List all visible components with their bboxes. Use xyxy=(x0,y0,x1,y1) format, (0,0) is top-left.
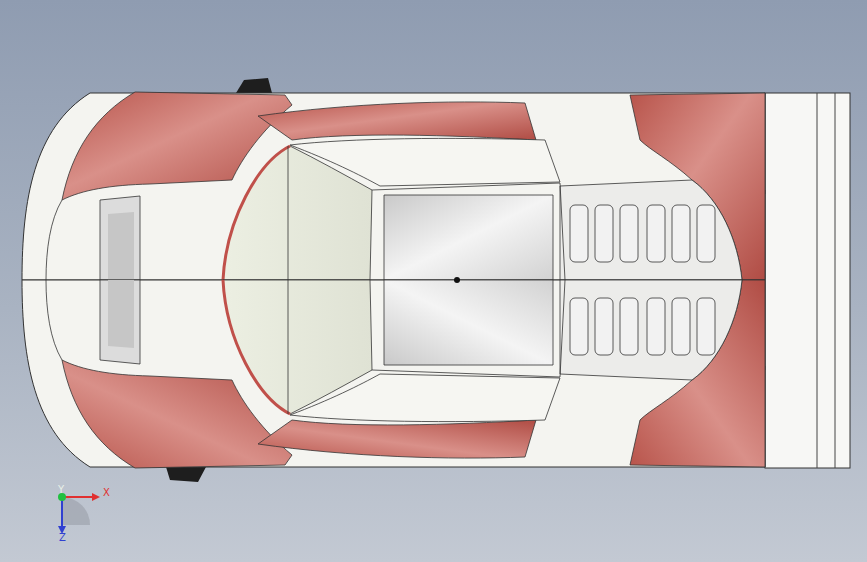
vent xyxy=(647,205,665,262)
tire xyxy=(236,78,272,93)
side-stripe xyxy=(258,102,536,140)
body xyxy=(22,93,765,280)
origin-dot xyxy=(454,277,460,283)
car-half xyxy=(22,92,765,280)
axis-triad xyxy=(58,493,100,534)
windshield-frame xyxy=(223,146,290,280)
axis-label: Y xyxy=(58,484,64,496)
tire xyxy=(166,467,206,482)
z-axis xyxy=(61,497,63,528)
rear-wing xyxy=(765,93,850,468)
axis-label: X xyxy=(103,487,110,499)
nose-line xyxy=(46,200,62,280)
engine-cover xyxy=(560,180,742,280)
vent xyxy=(620,205,638,262)
vent xyxy=(570,205,588,262)
wing-edge xyxy=(835,93,836,468)
roof xyxy=(384,195,553,280)
triad-shade xyxy=(62,497,90,525)
x-axis xyxy=(62,496,94,498)
front-intake xyxy=(100,196,140,280)
windshield xyxy=(223,146,372,280)
vent xyxy=(672,205,690,262)
vent xyxy=(697,205,715,262)
intake-inner xyxy=(108,212,134,280)
vent xyxy=(595,205,613,262)
x-arrow xyxy=(92,493,100,501)
car-half-mirror xyxy=(22,280,765,468)
vents xyxy=(570,205,715,262)
roof-edge xyxy=(372,183,565,280)
cowl-line xyxy=(288,146,289,414)
wing-edge xyxy=(817,93,818,468)
axis-label: Z xyxy=(59,532,66,544)
